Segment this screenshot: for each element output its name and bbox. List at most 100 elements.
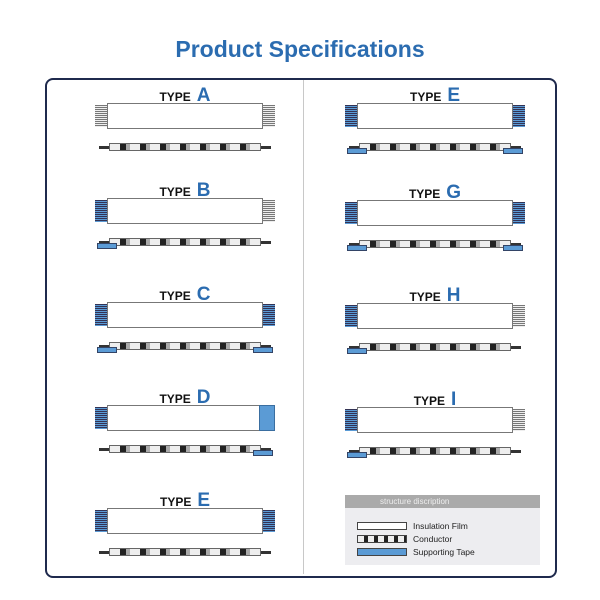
side-tape-right bbox=[253, 347, 273, 353]
tape-end-right bbox=[513, 202, 525, 224]
side-tape-left bbox=[347, 348, 367, 354]
type-word: TYPE bbox=[408, 187, 441, 201]
insulation-film bbox=[107, 508, 263, 534]
top-view bbox=[95, 302, 275, 328]
side-view bbox=[345, 343, 525, 354]
film-body bbox=[359, 447, 511, 455]
film-body bbox=[359, 143, 511, 151]
film-swatch bbox=[357, 522, 407, 530]
spec-frame bbox=[45, 78, 557, 578]
tape-end-left bbox=[95, 510, 107, 532]
type-a-diagram: TYPE A bbox=[95, 85, 275, 175]
type-label: TYPE A bbox=[95, 85, 275, 107]
tape-end-left bbox=[95, 407, 107, 429]
film-body bbox=[109, 143, 261, 151]
top-view bbox=[345, 303, 525, 329]
side-view bbox=[95, 238, 275, 249]
side-view bbox=[345, 143, 525, 154]
type-word: TYPE bbox=[159, 289, 191, 303]
contacts-end-right bbox=[263, 200, 275, 222]
type-b-diagram: TYPE B bbox=[95, 180, 275, 270]
top-view bbox=[95, 103, 275, 129]
tape-end-left bbox=[95, 304, 107, 326]
contacts-end-right bbox=[513, 409, 525, 431]
type-g-diagram: TYPE G bbox=[345, 182, 525, 272]
type-letter: C bbox=[196, 284, 211, 305]
film-body bbox=[109, 445, 261, 453]
type-letter: E bbox=[447, 85, 461, 106]
type-label: TYPE I bbox=[345, 389, 525, 411]
type-word: TYPE bbox=[409, 290, 441, 304]
top-view bbox=[345, 200, 525, 226]
side-tape-left bbox=[97, 243, 117, 249]
legend-item-tape: Supporting Tape bbox=[357, 547, 475, 557]
side-tape-right bbox=[253, 450, 273, 456]
insulation-film bbox=[357, 103, 513, 129]
side-view bbox=[95, 548, 275, 556]
type-e-diagram: TYPE E bbox=[345, 85, 525, 175]
type-label: TYPE C bbox=[95, 284, 275, 306]
block-end-right bbox=[259, 405, 275, 431]
column-divider bbox=[303, 80, 304, 574]
insulation-film bbox=[357, 200, 513, 226]
type-label: TYPE E bbox=[345, 85, 525, 107]
type-letter: D bbox=[196, 387, 211, 408]
type-letter: B bbox=[196, 180, 211, 201]
tape-end-left bbox=[95, 200, 107, 222]
top-view bbox=[345, 103, 525, 129]
type-word: TYPE bbox=[409, 90, 442, 104]
top-view bbox=[95, 405, 275, 431]
type-label: TYPE G bbox=[345, 182, 525, 204]
type-word: TYPE bbox=[159, 392, 191, 406]
insulation-film bbox=[107, 302, 263, 328]
insulation-film bbox=[357, 407, 513, 433]
insulation-film bbox=[107, 405, 263, 431]
conductor-swatch bbox=[357, 535, 407, 543]
side-tape-left bbox=[97, 347, 117, 353]
contacts-end-right bbox=[513, 305, 525, 327]
side-view bbox=[95, 143, 275, 151]
legend-label: Supporting Tape bbox=[413, 547, 475, 557]
tape-end-right bbox=[263, 510, 275, 532]
type-h-diagram: TYPE H bbox=[345, 285, 525, 375]
tape-end-right bbox=[263, 304, 275, 326]
side-view bbox=[345, 240, 525, 251]
contacts-end-right bbox=[263, 105, 275, 127]
type-letter: H bbox=[446, 285, 461, 306]
insulation-film bbox=[357, 303, 513, 329]
legend-item-conductor: Conductor bbox=[357, 534, 452, 544]
side-tape-right bbox=[503, 245, 523, 251]
side-tape-left bbox=[347, 452, 367, 458]
type-word: TYPE bbox=[413, 394, 446, 408]
type-word: TYPE bbox=[159, 495, 192, 509]
insulation-film bbox=[107, 103, 263, 129]
film-body bbox=[109, 238, 261, 246]
film-body bbox=[109, 342, 261, 350]
type-word: TYPE bbox=[159, 185, 191, 199]
type-c-diagram: TYPE C bbox=[95, 284, 275, 374]
type-letter: A bbox=[196, 85, 211, 106]
tape-swatch bbox=[357, 548, 407, 556]
tape-end-left bbox=[345, 305, 357, 327]
legend-label: Insulation Film bbox=[413, 521, 468, 531]
type-label: TYPE H bbox=[345, 285, 525, 307]
type-word: TYPE bbox=[159, 90, 191, 104]
type-letter: G bbox=[446, 182, 462, 203]
insulation-film bbox=[107, 198, 263, 224]
type-d-diagram: TYPE D bbox=[95, 387, 275, 477]
type-label: TYPE D bbox=[95, 387, 275, 409]
film-body bbox=[109, 548, 261, 556]
tape-end-left bbox=[345, 202, 357, 224]
top-view bbox=[95, 198, 275, 224]
side-view bbox=[345, 447, 525, 458]
legend-header: structure discription bbox=[345, 495, 540, 508]
film-body bbox=[359, 343, 511, 351]
contacts-end-left bbox=[95, 105, 107, 127]
type-letter: I bbox=[451, 389, 457, 410]
side-view bbox=[95, 342, 275, 353]
side-tape-left bbox=[347, 148, 367, 154]
film-body bbox=[359, 240, 511, 248]
top-view bbox=[345, 407, 525, 433]
legend-label: Conductor bbox=[413, 534, 453, 544]
